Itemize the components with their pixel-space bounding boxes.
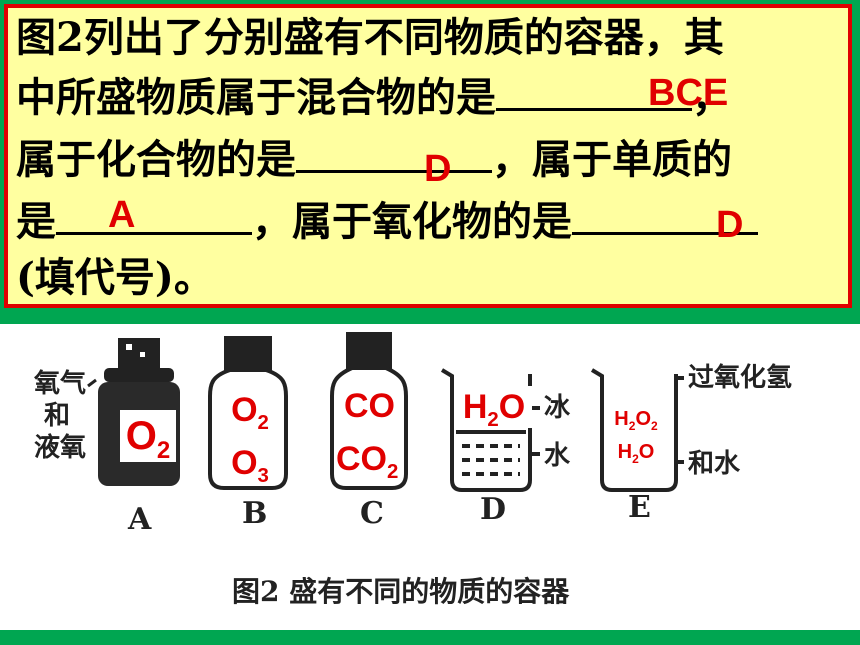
formula-a: O2 bbox=[120, 410, 176, 464]
answer-compound: D bbox=[424, 148, 452, 190]
question-line-3: 属于化合物的是 ，属于单质的 bbox=[16, 134, 732, 182]
bottom-bar bbox=[0, 630, 860, 645]
formula-line: H2O2 bbox=[600, 406, 672, 439]
label-right-d-water: 水 bbox=[544, 441, 571, 471]
bottle-b-drawing bbox=[208, 336, 288, 490]
formula-symbol: CO bbox=[344, 387, 395, 425]
figure-caption: 图2 盛有不同的物质的容器 bbox=[232, 575, 570, 608]
formula-symbol: O bbox=[635, 408, 651, 430]
formula-subscript: 2 bbox=[651, 419, 658, 433]
formula-subscript: 2 bbox=[487, 408, 499, 431]
question-panel: 图2列出了分别盛有不同物质的容器，其 中所盛物质属于混合物的是 ， 属于化合物的是… bbox=[4, 4, 852, 308]
container-letter-e: E bbox=[628, 490, 651, 525]
formula-line: O3 bbox=[220, 443, 280, 496]
formula-subscript: 3 bbox=[257, 464, 269, 487]
formula-symbol: H bbox=[614, 408, 629, 430]
formula-subscript: 2 bbox=[628, 419, 636, 433]
answer-element: A bbox=[108, 194, 136, 236]
question-text: 中所盛物质属于混合物的是 bbox=[16, 74, 496, 121]
label-right-e-water: 和水 bbox=[688, 449, 741, 479]
container-figure: 氧气 和 液氧 O2 O2 O3 CO CO2 H2O H2O2 H2O 冰 水… bbox=[0, 324, 860, 630]
label-line: 液氧 bbox=[34, 433, 87, 463]
container-letter-a: A bbox=[128, 502, 152, 537]
container-letter-b: B bbox=[242, 496, 268, 531]
formula-line: CO bbox=[336, 386, 420, 439]
formula-line: H2O bbox=[600, 439, 672, 472]
formula-symbol: O bbox=[498, 388, 526, 426]
formula-symbol: O bbox=[231, 443, 258, 482]
label-line: 和 bbox=[44, 401, 71, 431]
formula-symbol: O bbox=[638, 441, 655, 463]
question-line-5: (填代号)。 bbox=[16, 254, 214, 301]
formula-b: O2 O3 bbox=[220, 390, 280, 496]
formula-symbol: H bbox=[617, 441, 633, 463]
formula-c: CO CO2 bbox=[336, 386, 420, 492]
container-letter-c: C bbox=[360, 496, 384, 531]
answer-oxide: D bbox=[716, 204, 744, 246]
formula-line: O2 bbox=[220, 390, 280, 443]
formula-symbol: H bbox=[462, 388, 488, 426]
answer-blank-mixture bbox=[496, 72, 692, 111]
formula-e: H2O2 H2O bbox=[600, 406, 672, 472]
answer-mixture: BCE bbox=[648, 72, 729, 114]
answer-blank-compound bbox=[296, 134, 492, 173]
label-pointer-a bbox=[87, 378, 97, 388]
beaker-e-drawing bbox=[590, 368, 684, 492]
question-text: 属于化合物的是 bbox=[16, 136, 296, 183]
container-letter-d: D bbox=[480, 492, 507, 527]
question-line-2: 中所盛物质属于混合物的是 ， bbox=[16, 72, 732, 120]
question-text: ，属于单质的 bbox=[492, 136, 732, 183]
formula-subscript: 2 bbox=[632, 452, 639, 466]
formula-line: CO2 bbox=[336, 439, 420, 492]
label-left-a: 氧气 和 液氧 bbox=[34, 368, 94, 464]
formula-symbol: O bbox=[231, 391, 258, 429]
formula-subscript: 2 bbox=[257, 411, 269, 434]
question-line-4: 是 ，属于氧化物的是 bbox=[16, 196, 758, 244]
answer-blank-element bbox=[56, 196, 252, 235]
bottle-c-drawing bbox=[330, 332, 408, 490]
formula-subscript: 2 bbox=[387, 460, 399, 483]
formula-subscript: 2 bbox=[156, 437, 171, 464]
formula-d: H2O bbox=[456, 386, 532, 431]
question-line-1: 图2列出了分别盛有不同物质的容器，其 bbox=[16, 14, 724, 61]
beaker-d-drawing bbox=[440, 368, 540, 492]
question-text: ， bbox=[692, 74, 732, 121]
label-right-e-peroxide: 过氧化氢 bbox=[688, 363, 793, 393]
formula-symbol: CO bbox=[336, 439, 387, 478]
answer-blank-oxide bbox=[572, 196, 758, 235]
question-text: ，属于氧化物的是 bbox=[252, 198, 572, 245]
label-line: 氧气 bbox=[34, 369, 87, 399]
label-right-d-ice: 冰 bbox=[544, 393, 571, 423]
formula-symbol: O bbox=[125, 414, 157, 458]
question-text: 是 bbox=[16, 198, 56, 245]
